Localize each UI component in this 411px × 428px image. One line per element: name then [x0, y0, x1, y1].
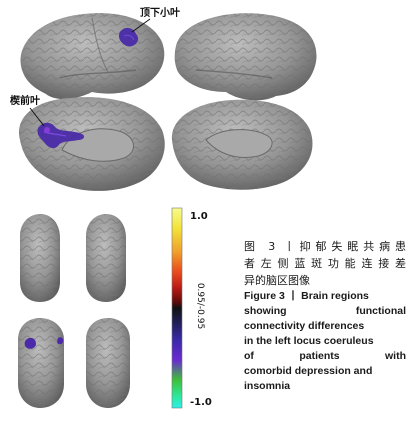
- caption-en-line-5: of patients with: [244, 350, 406, 362]
- label-inferior-parietal: 顶下小叶: [140, 6, 180, 19]
- activation-precuneus-spot: [44, 127, 50, 133]
- activation-posterior-spot-1: [24, 337, 36, 349]
- colorbar-min-label: -1.0: [190, 397, 212, 408]
- caption-zh-line-3: 异的脑区图像: [244, 274, 310, 287]
- brain-posterior-right: [86, 318, 130, 408]
- caption-zh-line-1: 图 3 丨抑郁失眠共病患: [244, 240, 406, 253]
- activation-inferior-parietal: [118, 27, 139, 47]
- colorbar-threshold-label: 0.95/-0.95: [195, 283, 205, 329]
- caption-en-line-6: comorbid depression and: [244, 365, 373, 377]
- label-precuneus: 楔前叶: [10, 94, 40, 107]
- brain-left-medial: [18, 97, 165, 191]
- brain-right-lateral: [174, 13, 317, 101]
- caption-en-line-2: showing functional: [244, 305, 406, 317]
- brain-dorsal-left: [20, 214, 60, 302]
- pointer-inferior-parietal: [131, 18, 151, 33]
- brain-left-lateral: [20, 13, 165, 100]
- activation-inferior-parietal-detail: [123, 34, 135, 41]
- colorbar-max-label: 1.0: [190, 211, 208, 222]
- figure-caption: 图 3 丨抑郁失眠共病患 者左侧蓝斑功能连接差 异的脑区图像 Figure 3 …: [244, 238, 406, 394]
- activation-posterior-spot-2: [57, 337, 64, 345]
- pointer-precuneus: [29, 107, 45, 127]
- caption-en-line-3: connectivity differences: [244, 320, 365, 332]
- colorbar: [171, 207, 183, 409]
- brain-right-medial: [171, 99, 313, 190]
- caption-en-line-4: in the left locus coeruleus: [244, 335, 374, 347]
- brain-posterior-left: [18, 318, 64, 408]
- caption-zh-line-2: 者左侧蓝斑功能连接差: [244, 257, 406, 270]
- caption-en-line-7: insomnia: [244, 380, 291, 392]
- brain-dorsal-right: [86, 214, 126, 302]
- caption-en-line-1: Figure 3 丨 Brain regions: [244, 290, 369, 302]
